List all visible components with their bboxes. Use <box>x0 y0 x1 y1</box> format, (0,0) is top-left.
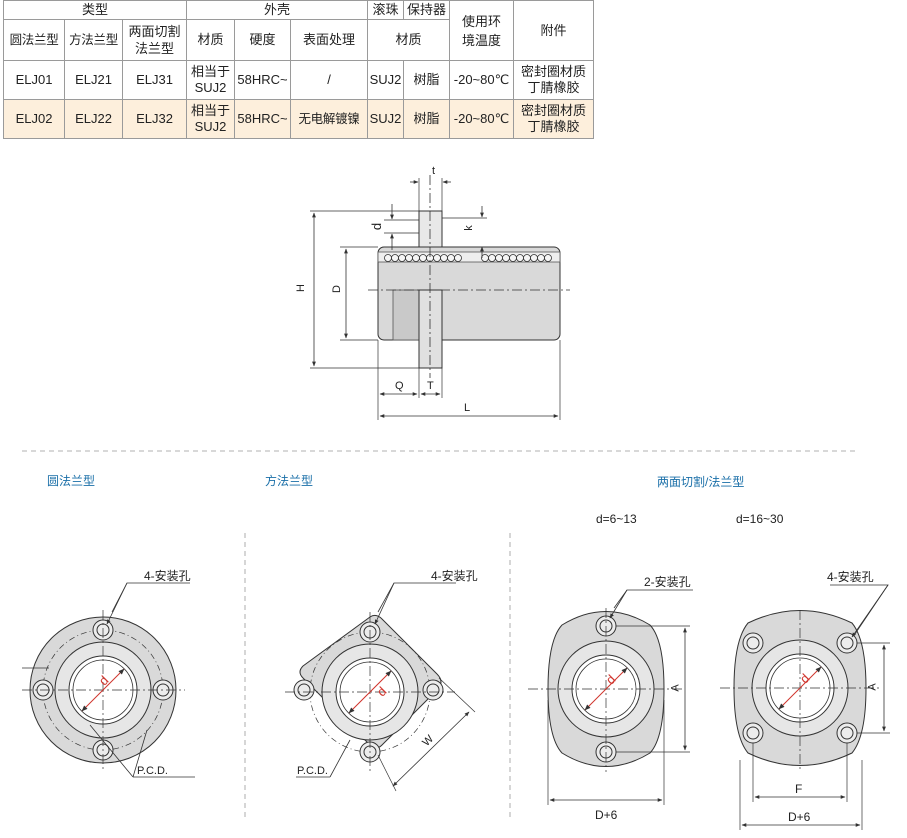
cell-ball: SUJ2 <box>367 60 404 100</box>
cell-round: ELJ02 <box>3 99 65 139</box>
cell-hardness: 58HRC~ <box>234 99 291 139</box>
sub-cut-flange: 两面切割法兰型 <box>122 19 187 61</box>
cell-temperature: -20~80℃ <box>449 99 514 139</box>
dim-label-H: H <box>294 284 307 292</box>
cell-temperature: -20~80℃ <box>449 60 514 100</box>
header-ball: 滚珠 <box>367 0 404 20</box>
dim-label-d: d <box>369 222 385 231</box>
cut-small-width-label: D+6 <box>595 808 618 822</box>
spec-table: 类型 外壳 滚珠 保持器 使用环境温度 附件 圆法兰型 方法兰型 两面切割法兰型… <box>3 0 594 139</box>
dim-label-T: T <box>427 380 434 392</box>
cell-material: 相当于SUJ2 <box>186 99 235 139</box>
sub-housing-material: 材质 <box>186 19 235 61</box>
cell-round: ELJ01 <box>3 60 65 100</box>
square-hole-label: 4-安装孔 <box>431 569 478 583</box>
section-title-square: 方法兰型 <box>265 474 314 488</box>
section-title-cut: 两面切割/法兰型 <box>657 475 745 489</box>
table-row: ELJ01 ELJ21 ELJ31 相当于SUJ2 58HRC~ / SUJ2 … <box>3 60 594 100</box>
cell-accessory: 密封圈材质丁腈橡胶 <box>513 99 594 139</box>
cut-small-a-label: A <box>669 684 682 692</box>
cell-retainer: 树脂 <box>403 60 450 100</box>
dim-label-D: D <box>330 285 343 293</box>
cell-surface: 无电解镀镍 <box>290 99 368 139</box>
header-type: 类型 <box>3 0 187 20</box>
header-housing: 外壳 <box>186 0 368 20</box>
table-row: ELJ02 ELJ22 ELJ32 相当于SUJ2 58HRC~ 无电解镀镍 S… <box>3 99 594 139</box>
sub-square-flange: 方法兰型 <box>64 19 123 61</box>
dim-label-L: L <box>464 402 471 414</box>
dim-label-Q: Q <box>395 380 404 392</box>
round-flange-drawing <box>22 582 195 778</box>
cell-hardness: 58HRC~ <box>234 60 291 100</box>
cut-large-width-label: D+6 <box>788 810 811 824</box>
cut-flange-small-drawing <box>528 589 693 805</box>
sub-round-flange: 圆法兰型 <box>3 19 65 61</box>
sub-hardness: 硬度 <box>234 19 291 61</box>
cell-square: ELJ22 <box>64 99 123 139</box>
cell-surface: / <box>290 60 368 100</box>
ball-row <box>384 254 552 262</box>
square-flange-drawing <box>285 582 476 792</box>
cut-large-f-label: F <box>795 782 803 796</box>
dim-label-t: t <box>432 165 436 177</box>
round-pcd-label: P.C.D. <box>137 765 168 777</box>
section-title-round: 圆法兰型 <box>47 474 96 488</box>
cell-material: 相当于SUJ2 <box>186 60 235 100</box>
header-accessory: 附件 <box>513 0 594 61</box>
dim-label-k: k <box>462 225 475 231</box>
square-pcd-label: P.C.D. <box>297 765 328 777</box>
cut-small-hole-label: 2-安装孔 <box>644 575 691 589</box>
cut-small-range: d=6~13 <box>596 512 637 526</box>
cell-accessory: 密封圈材质丁腈橡胶 <box>513 60 594 100</box>
cut-large-hole-label: 4-安装孔 <box>827 570 874 584</box>
side-view-drawing <box>310 175 570 420</box>
cut-flange-large-drawing <box>720 584 890 830</box>
cut-large-a-label: A <box>866 683 879 691</box>
sub-surface-treatment: 表面处理 <box>290 19 368 61</box>
cell-cut: ELJ32 <box>122 99 187 139</box>
round-hole-label: 4-安装孔 <box>144 569 191 583</box>
cut-large-range: d=16~30 <box>736 512 784 526</box>
